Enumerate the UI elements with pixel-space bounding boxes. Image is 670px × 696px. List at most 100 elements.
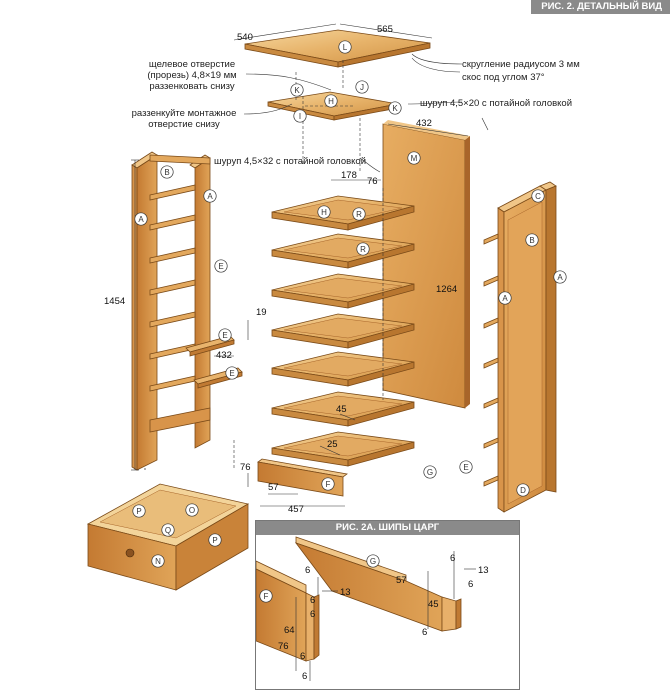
figure-header: РИС. 2. ДЕТАЛЬНЫЙ ВИД (531, 0, 670, 14)
svg-text:P: P (212, 536, 217, 545)
svg-text:G: G (427, 468, 433, 477)
svg-text:H: H (328, 97, 334, 106)
part-label-f: F (321, 477, 335, 491)
part-label-e: E (214, 259, 228, 273)
inset-dim-f76: 76 (278, 641, 289, 652)
svg-text:E: E (463, 463, 468, 472)
part-label-p: P (132, 504, 146, 518)
shelf-frame (271, 273, 415, 309)
inset-canvas: 57 13 6 6 45 6 6 13 6 6 64 76 6 6 G F (256, 536, 489, 682)
note-slot-1: щелевое отверстие (149, 59, 235, 70)
annotations: щелевое отверстие (прорезь) 4,8×19 мм ра… (132, 59, 580, 167)
inset-tenons: РИС. 2А. ШИПЫ ЦАРГ (255, 520, 520, 690)
svg-text:R: R (356, 210, 362, 219)
shelf-frame (271, 313, 415, 349)
inset-dim-f64: 64 (284, 625, 295, 636)
part-label-k: K (388, 101, 402, 115)
right-frame-tenon (483, 357, 499, 369)
part-label-k: K (290, 83, 304, 97)
note-countersink-2: отверстие снизу (148, 119, 220, 130)
left-side-frame (131, 151, 211, 471)
note-countersink-1: раззенкуйте монтажное (132, 108, 237, 119)
svg-text:B: B (164, 168, 169, 177)
part-label-r: R (352, 207, 366, 221)
part-label-b: B (525, 233, 539, 247)
inset-dim-f6c: 6 (310, 609, 315, 620)
drawer (86, 483, 250, 591)
inset-label-f: F (259, 589, 273, 603)
left-frame-rung (149, 184, 196, 201)
svg-text:I: I (299, 112, 301, 121)
dim-rail-length: 432 (216, 350, 232, 361)
note-screw-20: шуруп 4,5×20 с потайной головкой (420, 98, 572, 109)
part-label-e: E (459, 460, 473, 474)
part-label-c: C (531, 189, 545, 203)
svg-text:Q: Q (165, 526, 171, 535)
inset-dim-g6b: 6 (468, 579, 473, 590)
part-label-i: I (293, 109, 307, 123)
svg-text:A: A (207, 192, 213, 201)
svg-text:N: N (155, 557, 161, 566)
dim-top-width: 565 (377, 24, 393, 35)
note-screw-32: шуруп 4,5×32 с потайной головкой (214, 156, 366, 167)
inset-dim-g57: 57 (396, 575, 407, 586)
shelf-frame (271, 195, 415, 231)
part-label-b: B (160, 165, 174, 179)
inset-dim-f6b: 6 (310, 595, 315, 606)
right-frame-tenon (483, 317, 499, 329)
dim-shelf-a: 178 (341, 170, 357, 181)
left-frame-rung (149, 214, 196, 231)
inset-dim-g6c: 6 (422, 627, 427, 638)
note-bevel: скос под углом 37° (462, 72, 545, 83)
dim-side-height: 1264 (436, 284, 457, 295)
part-label-r: R (356, 242, 370, 256)
left-frame-rung (149, 247, 196, 264)
inset-rail-g (294, 536, 462, 632)
svg-text:L: L (343, 43, 348, 52)
shelf-frame (271, 431, 415, 467)
svg-text:G: G (370, 557, 376, 566)
part-label-o: O (185, 503, 199, 517)
svg-text:A: A (557, 273, 563, 282)
inset-dim-lines (295, 551, 476, 681)
part-label-a: A (553, 270, 567, 284)
svg-text:K: K (392, 104, 398, 113)
part-label-n: N (151, 554, 165, 568)
dim-shelf-b: 76 (367, 176, 378, 187)
note-radius: скругление радиусом 3 мм (462, 59, 580, 70)
inset-dim-f13: 13 (340, 587, 351, 598)
svg-text:J: J (360, 83, 364, 92)
part-label-d: D (516, 483, 530, 497)
inset-dim-g6a: 6 (450, 553, 455, 564)
part-label-a: A (498, 291, 512, 305)
svg-text:H: H (321, 208, 327, 217)
svg-text:E: E (218, 262, 223, 271)
svg-text:F: F (326, 480, 331, 489)
svg-text:C: C (535, 192, 541, 201)
part-label-h: H (324, 94, 338, 108)
inset-title: РИС. 2А. ШИПЫ ЦАРГ (256, 521, 519, 535)
inset-dim-values: 57 13 6 6 45 6 6 13 6 6 64 76 6 6 (278, 553, 489, 682)
svg-text:B: B (529, 236, 534, 245)
dimension-values: 540 565 432 178 76 1264 1454 19 432 45 2… (104, 24, 457, 515)
inset-dim-g13: 13 (478, 565, 489, 576)
left-frame-rung (149, 311, 196, 328)
part-label-a: A (203, 189, 217, 203)
part-label-a: A (134, 212, 148, 226)
inset-dim-f6a: 6 (305, 565, 310, 576)
dim-25: 25 (327, 439, 338, 450)
svg-text:E: E (222, 331, 227, 340)
inset-label-g: G (366, 554, 380, 568)
inset-dim-f6d: 6 (300, 651, 305, 662)
dim-top-depth: 540 (237, 32, 253, 43)
part-label-j: J (355, 80, 369, 94)
svg-text:M: M (411, 154, 418, 163)
dim-frame-height: 1454 (104, 296, 125, 307)
right-side-frame (483, 181, 557, 513)
dim-side-width: 432 (416, 118, 432, 129)
part-label-e: E (225, 366, 239, 380)
part-label-h: H (317, 205, 331, 219)
note-slot-3: раззенковать снизу (149, 81, 235, 92)
left-frame-rung (149, 279, 196, 296)
